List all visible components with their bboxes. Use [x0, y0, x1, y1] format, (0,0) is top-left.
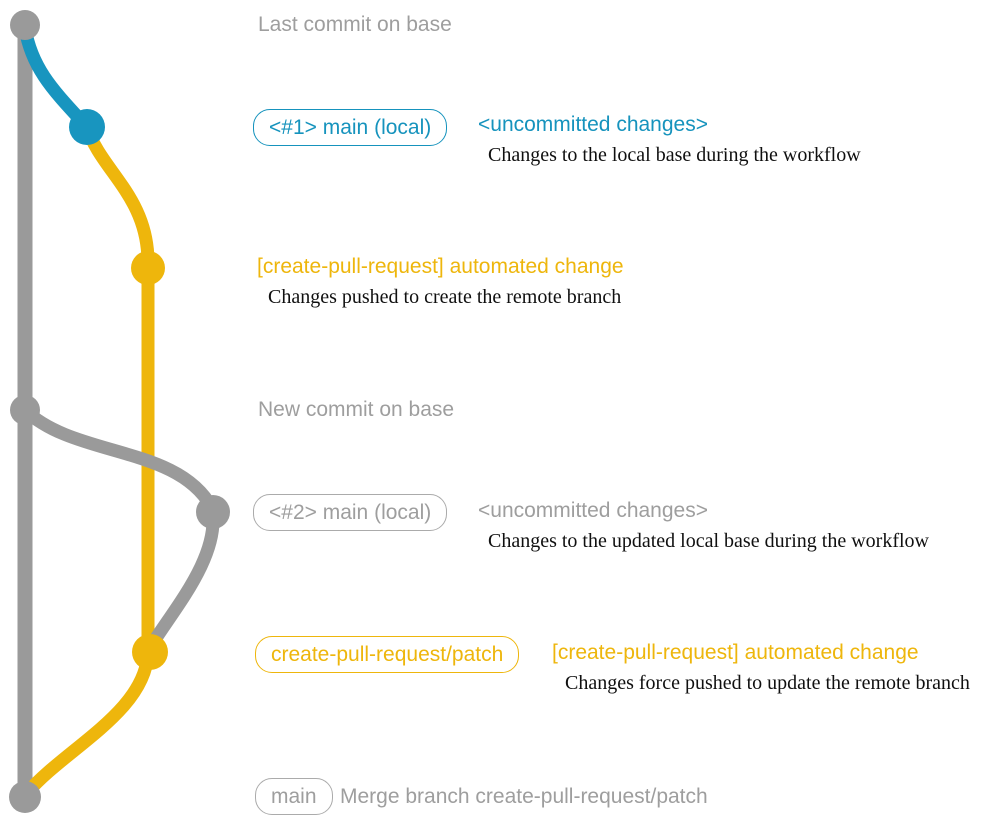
uncommitted-changes-label-1: <uncommitted changes>	[478, 113, 708, 136]
uncommitted-changes-label-2: <uncommitted changes>	[478, 499, 708, 522]
branch-badge-main: main	[255, 778, 333, 815]
workflow-changes-desc-1: Changes to the local base during the wor…	[488, 144, 861, 166]
last-commit-label: Last commit on base	[258, 13, 452, 36]
updated-local-branch-line	[18, 403, 220, 653]
commit-node-automated-change-1	[131, 251, 165, 285]
push-desc-1: Changes pushed to create the remote bran…	[268, 286, 622, 308]
commit-node-automated-change-2	[132, 634, 168, 670]
automated-change-title-1: [create-pull-request] automated change	[257, 255, 624, 278]
commit-node-new-base	[10, 395, 40, 425]
branch-badge-main-local-2: <#2> main (local)	[253, 494, 448, 531]
workflow-changes-desc-2: Changes to the updated local base during…	[488, 530, 929, 552]
branch-badge-patch: create-pull-request/patch	[255, 636, 520, 673]
force-push-desc: Changes force pushed to update the remot…	[565, 672, 970, 694]
commit-graph	[9, 10, 230, 813]
commit-node-main-local-1	[69, 109, 105, 145]
commit-node-last-base	[10, 10, 40, 40]
branch-badge-main-local-1: <#1> main (local)	[253, 109, 448, 146]
commit-node-merge	[9, 781, 41, 813]
automated-change-title-2: [create-pull-request] automated change	[552, 641, 919, 664]
new-commit-label: New commit on base	[258, 398, 455, 421]
merge-commit-label: Merge branch create-pull-request/patch	[340, 785, 708, 808]
commit-node-main-local-2	[196, 495, 230, 529]
